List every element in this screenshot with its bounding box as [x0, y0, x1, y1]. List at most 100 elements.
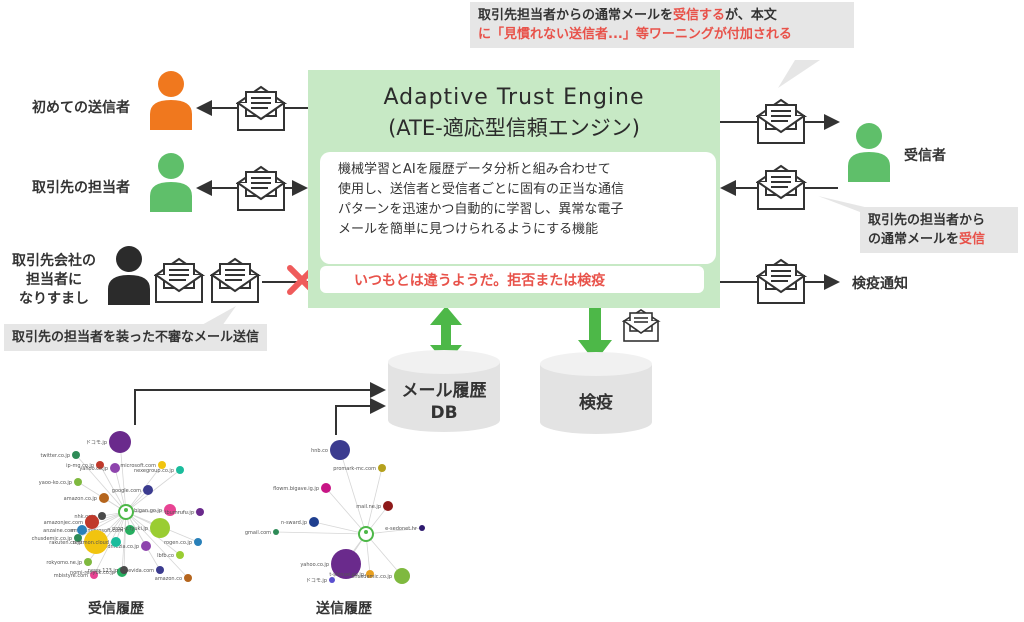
person-icon-first-sender: [150, 71, 192, 130]
callout-mid-right: 取引先の担当者から の通常メールを受信: [860, 207, 1018, 253]
history-node: [125, 525, 135, 535]
ate-alert: いつもとは違うようだ。拒否または検疫: [320, 266, 704, 293]
history-node: [329, 577, 335, 583]
history-node: [273, 529, 279, 535]
history-node-label: lbfb.co: [157, 553, 174, 559]
mail-icon: [154, 257, 206, 303]
callout-top-right: 取引先担当者からの通常メールを受信するが、本文 に「見慣れない送信者...」等ワ…: [470, 2, 854, 48]
label-receiver: 受信者: [904, 148, 946, 164]
history-node: [74, 478, 82, 486]
mail-icon: [756, 164, 808, 210]
history-node: [196, 508, 204, 516]
history-node-label: nhk.or.jp: [74, 514, 96, 520]
history-node: [176, 466, 184, 474]
history-node: [150, 518, 170, 538]
history-node: [84, 558, 92, 566]
history-node-label: google.com: [112, 488, 141, 494]
history-node-label: amazon.co: [155, 576, 182, 582]
label-received-history: 受信履歴: [88, 601, 144, 617]
person-icon-partner: [150, 153, 192, 212]
label-sent-history: 送信履歴: [316, 601, 372, 617]
mail-history-db: メール履歴 DB: [388, 350, 500, 432]
history-node-label: news.123.jp: [88, 568, 118, 574]
label-partner: 取引先の担当者: [32, 180, 130, 196]
quarantine-store: 検疫: [540, 352, 652, 434]
mail-icon-quarantined: [622, 309, 661, 342]
sent-history-network: hnb.co promark-mc.com flowm.bigave.ig.jp ma…: [245, 440, 425, 584]
person-icon-impersonator: [108, 246, 150, 305]
history-node: [109, 431, 131, 453]
history-node-label: anzaine.com: [43, 528, 75, 534]
history-node-label: flowm.bigave.ig.jp: [273, 486, 319, 492]
label-impersonator: 取引先会社の 担当者に なりすまし: [12, 253, 96, 307]
history-node-label: ドコモ.jp: [306, 578, 327, 584]
history-node-label: nexegroup.co.jp: [134, 468, 174, 474]
history-node-label: chusdemic.co.jp: [352, 574, 392, 580]
history-node-label: mail.ne.jp: [356, 504, 381, 510]
mail-icon: [210, 257, 262, 303]
history-node-label: yahoo.co.jp: [79, 466, 108, 472]
label-quarantine-notice: 検疫通知: [852, 276, 908, 292]
history-node-label: amazonjec.com: [44, 520, 83, 526]
history-node: [84, 530, 108, 554]
history-node: [143, 485, 153, 495]
history-node-label: syntpus.dmezia.co.jp: [86, 544, 139, 550]
history-node: [110, 463, 120, 473]
history-node-label: tbumrufu.jp: [165, 510, 194, 516]
history-node-label: microsoft.com: [120, 463, 156, 469]
history-node: [419, 525, 425, 531]
history-node: [111, 537, 121, 547]
history-node-label: prog-z.tyuki.jp: [112, 526, 148, 532]
history-node: [156, 566, 164, 574]
history-node-label: rakuten.co.jp: [49, 540, 82, 546]
history-node: [77, 525, 87, 535]
history-node-label: nomi-renyuk.co.jp: [70, 570, 115, 576]
callout-bottom-left: 取引先の担当者を装った不審なメール送信: [4, 324, 268, 351]
history-node-label: mbistyre.com: [54, 573, 88, 579]
ate-subtitle: (ATE-適応型信頼エンジン): [388, 116, 640, 140]
history-node-label: yahoo.co.jp: [300, 562, 329, 568]
history-node-label: rogen.co.jp: [164, 540, 192, 546]
history-node: [141, 541, 151, 551]
history-node: [98, 512, 106, 520]
person-icon-receiver: [848, 123, 890, 182]
history-node: [378, 464, 386, 472]
history-node: [72, 451, 80, 459]
history-node: [330, 440, 350, 460]
history-node: [184, 574, 192, 582]
history-node-label: rentmon.cloud: [73, 540, 109, 546]
history-node: [194, 538, 202, 546]
history-node: [74, 534, 82, 542]
history-node-label: gmail.com: [245, 530, 271, 536]
history-node-label: e-sedonet.hr: [385, 526, 418, 532]
mail-icon: [756, 258, 808, 304]
received-history-network: ドコモ.jp twitter.co.jp ip-mg.co.jpyahoo.co.j…: [32, 431, 204, 582]
history-node: [176, 551, 184, 559]
history-node: [96, 461, 104, 469]
ate-description: 機械学習とAIを履歴データ分析と組み合わせて 使用し、送信者と受信者ごとに固有の…: [320, 152, 716, 264]
history-node-label: primevida.com: [117, 568, 155, 574]
history-node: [366, 570, 374, 578]
history-node-label: yaoo-ko.co.jp: [39, 480, 72, 486]
ate-title: Adaptive Trust Engine: [383, 85, 645, 110]
history-node: [309, 517, 319, 527]
db-exchange-arrow: [430, 306, 462, 364]
history-node: [321, 483, 331, 493]
history-node: [120, 566, 128, 574]
history-node: [99, 493, 109, 503]
history-node-label: twitter.co.jp: [41, 453, 71, 459]
history-node: [331, 549, 361, 579]
history-node: [90, 571, 98, 579]
history-node-label: rokyomo.ne.jp: [46, 560, 82, 566]
history-node-label: ip-mg.co.jp: [66, 463, 94, 469]
history-node-label: hnb.co: [311, 448, 328, 454]
history-node: [394, 568, 410, 584]
history-node-label: ドコモ.jp: [86, 440, 107, 446]
mail-icon: [236, 85, 288, 131]
history-node-label: promark-mc.com: [333, 466, 376, 472]
mail-icon: [756, 98, 808, 144]
history-node-label: n-sward.jp: [281, 520, 307, 526]
history-node-label: amazon.co.jp: [64, 496, 97, 502]
history-node-label: chusdemic.co.jp: [32, 536, 72, 542]
